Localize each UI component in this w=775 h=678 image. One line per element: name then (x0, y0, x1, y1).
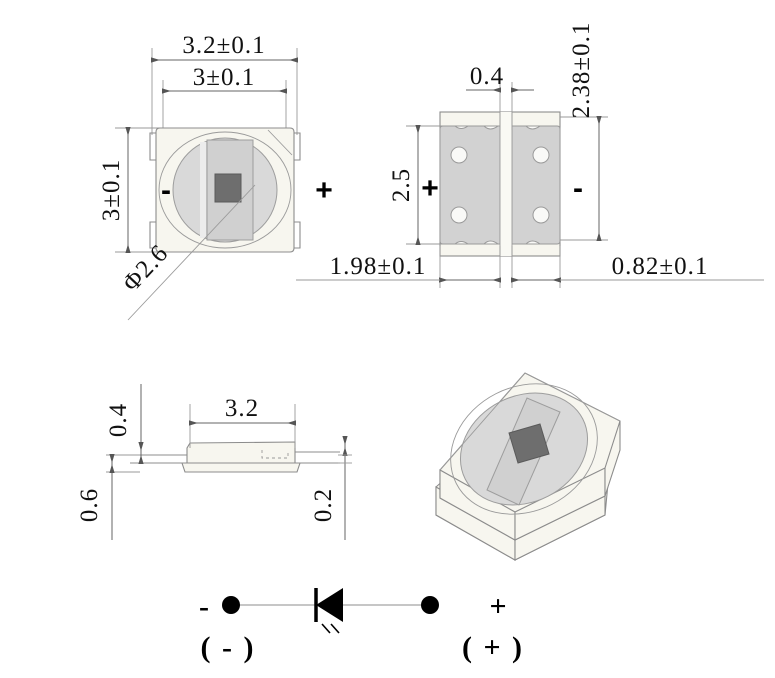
side-view-lead-height-label: 0.2 (310, 488, 337, 522)
bottom-view-gap-label: 0.4 (470, 63, 504, 90)
side-view-total-height-label: 0.6 (76, 488, 103, 522)
bottom-view-left-pad-width-label: 1.98±0.1 (330, 253, 427, 280)
top-view-minus-mark: - (161, 174, 171, 207)
top-view-height-label: 3±0.1 (98, 159, 125, 221)
circuit-anode-label: ( + ) (462, 631, 524, 664)
bottom-view-minus-mark: - (573, 172, 583, 205)
bottom-view-right-pad-width-label: 0.82±0.1 (612, 253, 709, 280)
side-view-body-height-label: 0.4 (105, 403, 132, 437)
iso-led-die (508, 423, 550, 464)
bottom-view-pad-height-label: 2.5 (388, 168, 415, 202)
top-view-plus-mark: + (315, 174, 333, 207)
side-view-group: 3.2 0.4 0.6 0.2 (76, 384, 352, 540)
circuit-cathode-label: ( - ) (201, 631, 256, 664)
top-view-group: 3.2±0.1 3±0.1 3±0.1 (98, 32, 333, 321)
side-view-length-label: 3.2 (225, 395, 259, 422)
polarity-circuit-group: - + ( - ) ( + ) (199, 588, 524, 664)
circuit-plus-symbol: + (489, 590, 506, 623)
led-die (214, 173, 242, 203)
bottom-view-plus-mark: + (421, 172, 439, 205)
circuit-minus-symbol: - (199, 590, 209, 623)
isometric-view-group (435, 372, 621, 561)
diode-triangle (316, 588, 343, 622)
top-view-outer-width-label: 3.2±0.1 (182, 32, 265, 59)
cathode-terminal-dot (222, 596, 240, 614)
bottom-view-total-height-label: 2.38±0.1 (568, 22, 595, 119)
anode-terminal-dot (421, 596, 439, 614)
bottom-view-group: 0.4 2.5 2.38±0.1 1.98±0.1 0.82±0.1 (296, 22, 764, 288)
top-view-inner-width-label: 3±0.1 (193, 64, 255, 91)
